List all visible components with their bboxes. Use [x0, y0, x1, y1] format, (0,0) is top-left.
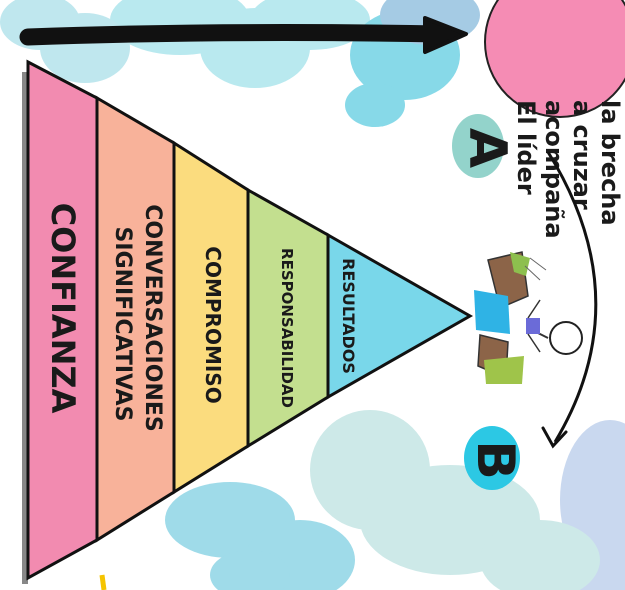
label-compromiso: COMPROMISO: [201, 246, 225, 403]
pyramid-labels: CONFIANZA CONVERSACIONES SIGNIFICATIVAS …: [44, 203, 358, 432]
cloud-top: [110, 0, 370, 88]
note-line-4: la brecha: [596, 100, 624, 226]
gap-illustration: [474, 251, 583, 384]
label-conversaciones: CONVERSACIONES: [140, 204, 165, 431]
marker-b: B: [464, 426, 525, 490]
marker-b-letter: B: [465, 440, 525, 480]
marker-a: A: [452, 114, 517, 178]
label-significativas: SIGNIFICATIVAS: [110, 227, 135, 422]
pyramid-level-resultados: [326, 232, 474, 400]
person-icon: [549, 321, 583, 355]
label-resultados: RESULTADOS: [339, 258, 358, 374]
note-bubble: El líder acompaña a cruzar la brecha: [484, 0, 625, 239]
yellow-mark: [99, 574, 107, 590]
label-confianza: CONFIANZA: [44, 203, 82, 414]
pyramid: [22, 59, 474, 584]
note-text: El líder acompaña a cruzar la brecha: [512, 100, 624, 239]
note-line-2: acompaña: [540, 100, 568, 239]
cloud-bottom-left: [165, 482, 355, 590]
top-arrow: [19, 16, 468, 54]
note-line-1: El líder: [512, 100, 540, 195]
marker-a-letter: A: [457, 128, 517, 168]
curved-arrow: [541, 151, 598, 449]
label-responsabilidad: RESPONSABILIDAD: [278, 248, 296, 408]
note-line-3: a cruzar: [568, 100, 596, 210]
cloud-bottom: [310, 410, 600, 590]
